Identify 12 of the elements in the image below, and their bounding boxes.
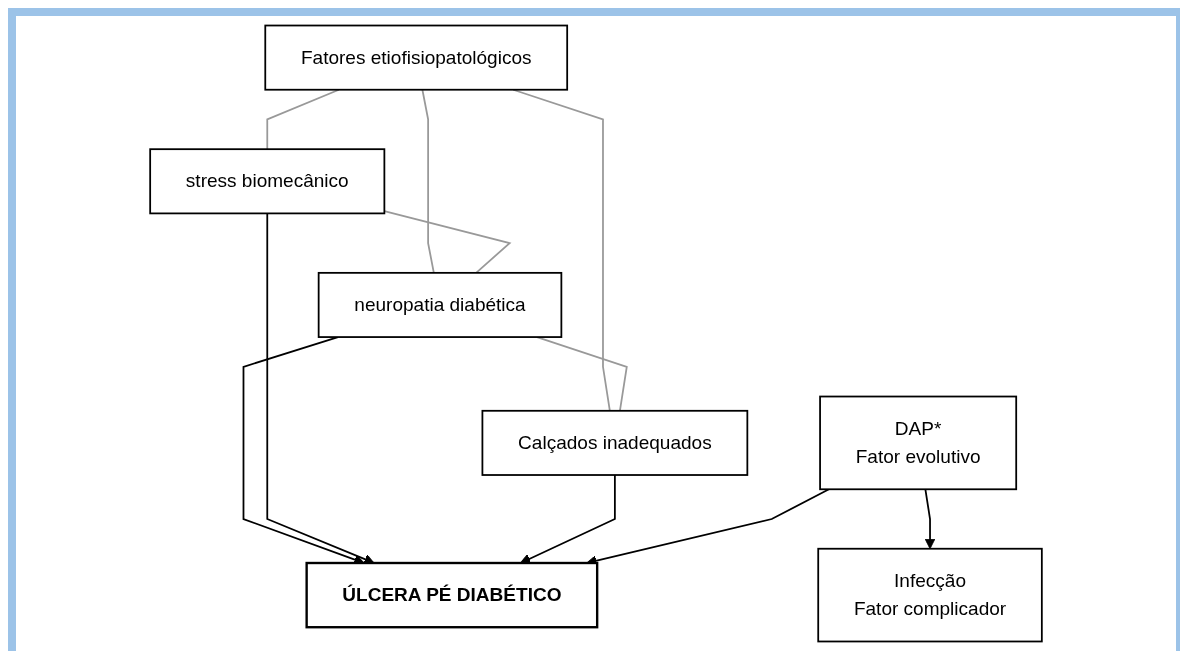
- arrow: [924, 488, 936, 550]
- node-box: Fatores etiofisiopatológicos: [264, 24, 569, 91]
- connector: [421, 88, 435, 274]
- node-box: ÚLCERA PÉ DIABÉTICO: [305, 561, 599, 629]
- node-box: stress biomecânico: [149, 148, 386, 215]
- connector: [266, 88, 340, 151]
- connector: [383, 210, 512, 274]
- node-box: DAP* Fator evolutivo: [819, 395, 1018, 491]
- node-box: Infecção Fator complicador: [817, 547, 1043, 643]
- arrow: [520, 474, 616, 564]
- node-box: Calçados inadequados: [481, 409, 749, 476]
- node-box: neuropatia diabética: [317, 271, 563, 338]
